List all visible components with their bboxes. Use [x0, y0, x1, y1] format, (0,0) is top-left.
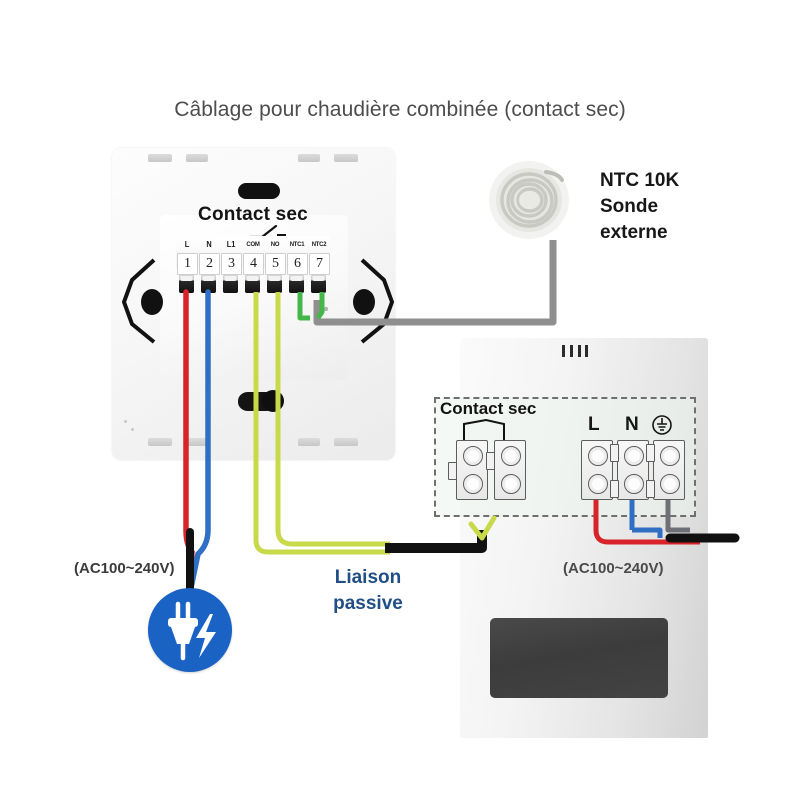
ac-voltage-label-right: (AC100~240V) [563, 560, 664, 577]
terminal-number-3[interactable]: 3 [221, 253, 242, 275]
terminal-abbreviation-row: L N L1 COM NO NTC1 NTC2 [176, 239, 330, 252]
terminal-abbr-1: L [184, 240, 190, 249]
terminal-abbr-4: COM [246, 241, 260, 248]
boiler-contact-clip [486, 452, 495, 470]
boiler-terminal-label-L: L [588, 414, 600, 435]
terminal-number-4[interactable]: 4 [243, 253, 264, 275]
boiler-terminal-label-N: N [625, 414, 639, 435]
ac-voltage-label-left: (AC100~240V) [74, 560, 175, 577]
terminal-screw-3[interactable] [223, 275, 238, 293]
power-plug-lightning-icon [148, 588, 232, 672]
terminal-abbr-5: NO [270, 241, 280, 248]
boiler-terminal-L-block[interactable] [581, 440, 613, 500]
ntc-label-line2: Sonde [600, 196, 659, 217]
terminal-number-6[interactable]: 6 [287, 253, 308, 275]
boiler-top-vent-icon [562, 345, 588, 357]
boiler-contact-clip-left [448, 462, 457, 480]
boiler-ne-clip-1 [646, 444, 655, 462]
terminal-number-7[interactable]: 7 [309, 253, 330, 275]
page-title: Câblage pour chaudière combinée (contact… [174, 98, 626, 121]
terminal-abbr-7: NTC2 [311, 241, 327, 248]
liaison-line2: passive [333, 593, 403, 614]
ntc-sensor-label: NTC 10K Sonde externe [600, 168, 760, 246]
boiler-ln-clip-1 [610, 444, 619, 462]
thermostat-contact-sec-label: Contact sec [198, 204, 308, 225]
boiler-terminal-N-block[interactable] [617, 440, 649, 500]
boiler-terminal-ground-block[interactable] [653, 440, 685, 500]
boiler-ne-clip-2 [646, 480, 655, 498]
earth-ground-icon [652, 415, 672, 435]
liaison-line1: Liaison [334, 567, 402, 588]
boiler-ln-clip-2 [610, 480, 619, 498]
boiler-contact-sec-label: Contact sec [440, 399, 537, 418]
terminal-number-2[interactable]: 2 [199, 253, 220, 275]
ntc-sensor-coil [488, 160, 570, 242]
boiler-dry-contact-jumper-icon [463, 418, 505, 440]
terminal-abbr-3: L1 [226, 240, 236, 249]
boiler-contact-terminal-left[interactable] [456, 440, 488, 500]
terminal-screw-7[interactable] [311, 275, 326, 293]
terminal-screw-4[interactable] [245, 275, 260, 293]
terminal-screw-2[interactable] [201, 275, 216, 293]
thermostat-top-connector [238, 183, 280, 199]
terminal-number-1[interactable]: 1 [177, 253, 198, 275]
liaison-passive-label: Liaison passive [308, 565, 428, 617]
thermostat-bottom-connector-round [262, 390, 284, 412]
boiler-contact-terminal-right[interactable] [494, 440, 526, 500]
ntc-label-line1: NTC 10K [600, 170, 680, 191]
terminal-screw-6[interactable] [289, 275, 304, 293]
terminal-number-row: 1 2 3 4 5 6 7 [176, 253, 330, 275]
terminal-screw-1[interactable] [179, 275, 194, 293]
boiler-display-panel [490, 618, 668, 698]
ntc-label-line3: externe [600, 222, 668, 243]
terminal-number-5[interactable]: 5 [265, 253, 286, 275]
terminal-screw-5[interactable] [267, 275, 282, 293]
terminal-abbr-2: N [206, 240, 212, 249]
terminal-abbr-6: NTC1 [289, 241, 305, 248]
terminal-screw-row [176, 275, 330, 295]
